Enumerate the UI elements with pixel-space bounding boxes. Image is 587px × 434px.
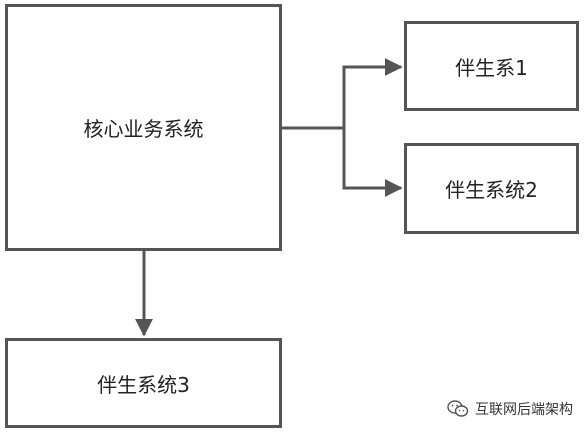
- edge-core-to-comp2: [342, 128, 403, 197]
- watermark: 互联网后端架构: [447, 399, 573, 419]
- node-companion-system-1: 伴生系1: [404, 21, 579, 111]
- wechat-icon: [447, 400, 469, 417]
- node-label: 伴生系1: [455, 55, 528, 80]
- edge-core-to-comp1: [282, 58, 403, 130]
- node-companion-system-2: 伴生系统2: [404, 143, 579, 234]
- node-companion-system-3: 伴生系统3: [5, 338, 282, 428]
- node-label: 核心业务系统: [83, 117, 204, 141]
- node-label: 伴生系统3: [97, 372, 190, 397]
- node-core-business-system: 核心业务系统: [5, 4, 282, 251]
- watermark-text: 互联网后端架构: [475, 402, 573, 418]
- node-label: 伴生系统2: [445, 178, 538, 202]
